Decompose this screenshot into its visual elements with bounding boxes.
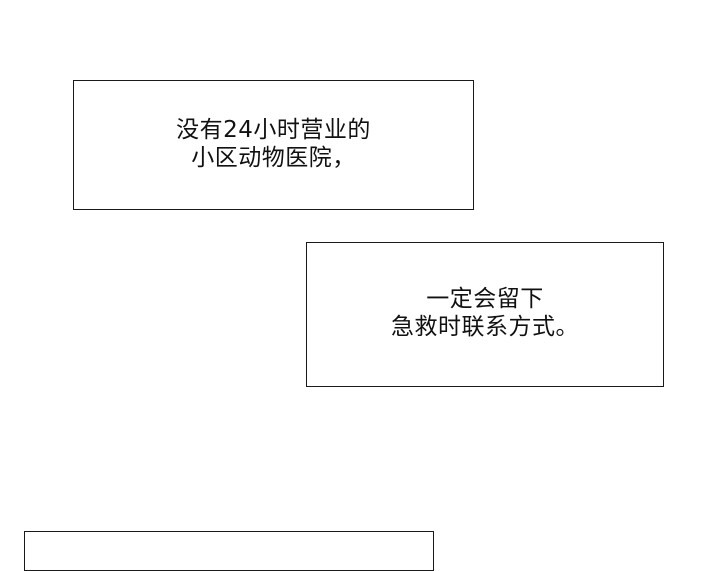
caption-box-2: 一定会留下 急救时联系方式。	[306, 242, 664, 387]
caption-text-2: 一定会留下 急救时联系方式。	[307, 285, 663, 341]
caption-line: 一定会留下	[426, 286, 544, 312]
caption-text-1: 没有24小时营业的 小区动物医院，	[74, 116, 473, 172]
caption-box-3-partial	[24, 531, 434, 571]
caption-line: 没有24小时营业的	[176, 117, 371, 143]
caption-line: 小区动物医院，	[191, 145, 356, 171]
caption-line: 急救时联系方式。	[391, 314, 579, 340]
caption-box-1: 没有24小时营业的 小区动物医院，	[73, 80, 474, 210]
